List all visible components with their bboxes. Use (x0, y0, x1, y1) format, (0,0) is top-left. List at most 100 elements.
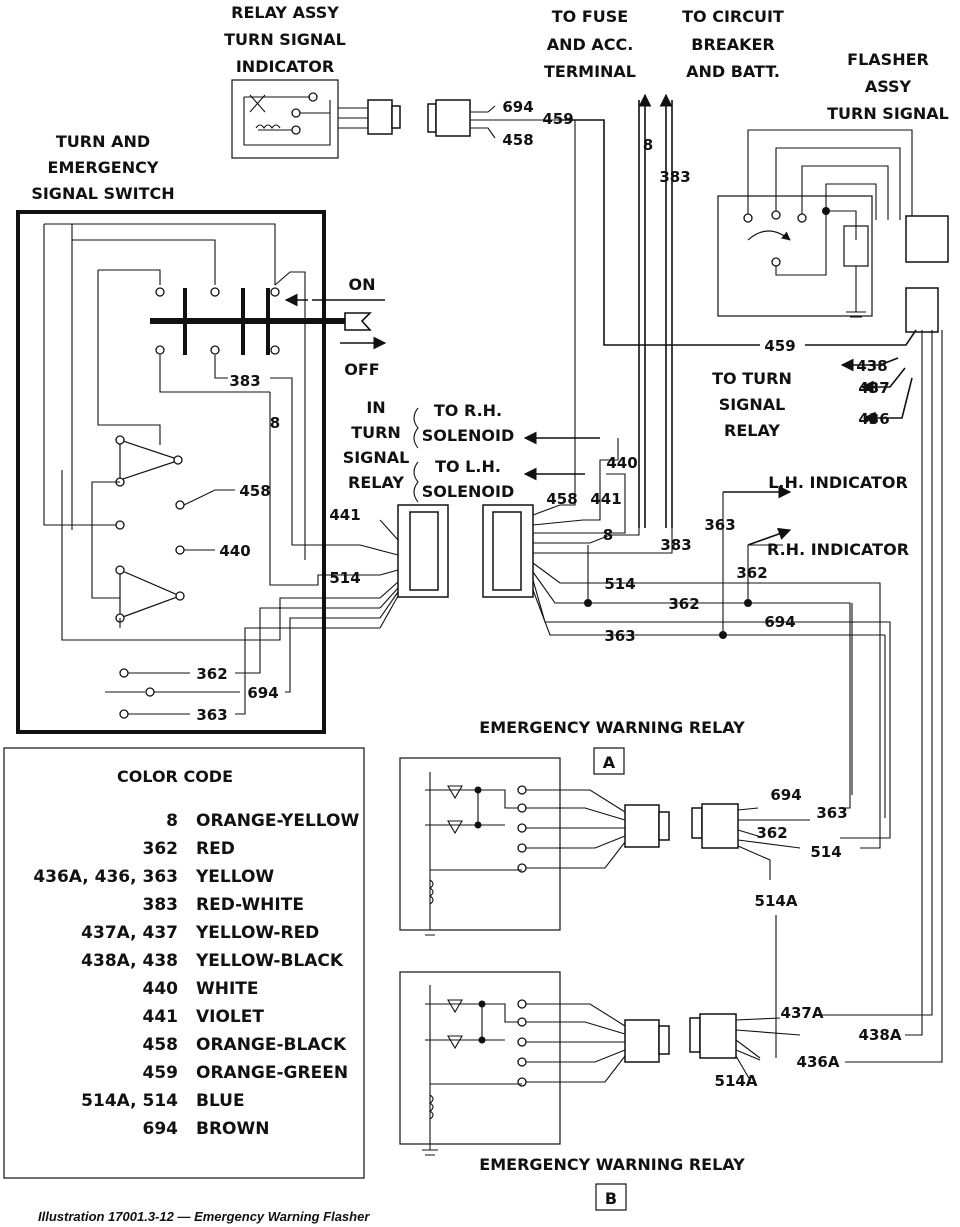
wire-label-694: 694 (764, 613, 795, 631)
wire-label-363: 363 (704, 516, 735, 534)
svg-text:ASSY: ASSY (865, 77, 912, 96)
wire-label-8: 8 (603, 526, 613, 544)
svg-text:TURN AND: TURN AND (56, 132, 150, 151)
to-fuse-label: TO FUSE AND ACC. TERMINAL (544, 7, 636, 81)
wire-label-383: 383 (229, 372, 260, 390)
wire-label-363: 363 (604, 627, 635, 645)
wire-label-514a: 514A (715, 1072, 758, 1090)
color-code-box (3, 747, 365, 1179)
indicator-relay (231, 79, 401, 159)
wire-label-437a: 437A (781, 1004, 824, 1022)
off-label: OFF (344, 360, 379, 379)
svg-text:440: 440 (143, 979, 179, 999)
svg-text:436A, 436, 363: 436A, 436, 363 (33, 867, 178, 887)
turn-emergency-switch (16, 210, 380, 734)
relay-b-tag: B (605, 1189, 617, 1208)
wire-label-458: 458 (502, 131, 533, 149)
in-turn-signal-relay-label: IN TURN SIGNAL RELAY (343, 398, 410, 492)
svg-text:WHITE: WHITE (196, 979, 259, 999)
svg-text:TERMINAL: TERMINAL (544, 62, 636, 81)
wire-label-694: 694 (502, 98, 533, 116)
svg-text:ORANGE-GREEN: ORANGE-GREEN (196, 1063, 348, 1083)
svg-text:TO R.H.: TO R.H. (434, 401, 502, 420)
indicator-plug (427, 99, 560, 139)
relay-b-title: EMERGENCY WARNING RELAY (479, 1155, 745, 1174)
wire-label-436a: 436A (797, 1053, 840, 1071)
lh-indicator-label: L.H. INDICATOR (768, 473, 908, 492)
wire-label-694: 694 (247, 684, 278, 702)
wire-label-514: 514 (810, 843, 841, 861)
svg-text:AND BATT.: AND BATT. (686, 62, 780, 81)
svg-text:IN: IN (366, 398, 385, 417)
svg-text:441: 441 (143, 1007, 179, 1027)
wire-label-441: 441 (590, 490, 621, 508)
on-label: ON (349, 275, 376, 294)
left-multi-connector (359, 504, 449, 629)
svg-text:SIGNAL SWITCH: SIGNAL SWITCH (31, 184, 174, 203)
svg-text:TURN SIGNAL: TURN SIGNAL (827, 104, 949, 123)
svg-text:INDICATOR: INDICATOR (236, 57, 334, 76)
wire-label-514a: 514A (755, 892, 798, 910)
wire-label-441: 441 (329, 506, 360, 524)
flasher-assy-label: FLASHER ASSY TURN SIGNAL (827, 50, 949, 123)
relay-assy-label: RELAY ASSY TURN SIGNAL INDICATOR (224, 3, 346, 76)
svg-text:YELLOW-BLACK: YELLOW-BLACK (195, 951, 344, 971)
wire-label-440: 440 (606, 454, 637, 472)
wire-label-459: 459 (764, 337, 795, 355)
color-code-rows: 8 ORANGE-YELLOW 362 RED 436A, 436, 363 Y… (33, 811, 359, 1139)
svg-text:ORANGE-BLACK: ORANGE-BLACK (196, 1035, 347, 1055)
wire-label-362: 362 (736, 564, 767, 582)
svg-text:694: 694 (143, 1119, 179, 1139)
svg-text:TURN SIGNAL: TURN SIGNAL (224, 30, 346, 49)
emergency-relay-a (399, 757, 810, 936)
wire-label-362: 362 (668, 595, 699, 613)
svg-text:RELAY: RELAY (348, 473, 404, 492)
svg-text:ORANGE-YELLOW: ORANGE-YELLOW (196, 811, 359, 831)
wire-label-438: 438 (856, 357, 887, 375)
svg-text:BLUE: BLUE (196, 1091, 245, 1111)
svg-text:RELAY: RELAY (724, 421, 780, 440)
wire-label-437: 437 (858, 379, 889, 397)
wire-label-459: 459 (542, 110, 573, 128)
svg-text:EMERGENCY: EMERGENCY (48, 158, 159, 177)
flasher-unit (717, 129, 949, 333)
wire-label-438a: 438A (859, 1026, 902, 1044)
color-code-title: COLOR CODE (117, 767, 233, 786)
wire-label-383: 383 (659, 168, 690, 186)
to-turn-signal-relay-label: TO TURN SIGNAL RELAY (712, 369, 792, 440)
svg-text:TO FUSE: TO FUSE (552, 7, 628, 26)
svg-text:SOLENOID: SOLENOID (422, 482, 514, 501)
relay-a-tag: A (603, 753, 616, 772)
rh-indicator-arrow (747, 527, 792, 546)
svg-text:BREAKER: BREAKER (691, 35, 774, 54)
wire-label-362: 362 (196, 665, 227, 683)
wire-label-436: 436 (858, 410, 889, 428)
svg-text:SOLENOID: SOLENOID (422, 426, 514, 445)
svg-text:BROWN: BROWN (196, 1119, 269, 1139)
svg-text:383: 383 (143, 895, 179, 915)
svg-text:YELLOW: YELLOW (195, 867, 274, 887)
svg-text:TO TURN: TO TURN (712, 369, 792, 388)
wire-label-8: 8 (643, 136, 653, 154)
wire-label-514: 514 (604, 575, 635, 593)
svg-text:TO CIRCUIT: TO CIRCUIT (682, 7, 784, 26)
svg-text:8: 8 (166, 811, 178, 831)
svg-text:RED-WHITE: RED-WHITE (196, 895, 304, 915)
emergency-relay-b (399, 971, 801, 1156)
svg-text:AND ACC.: AND ACC. (547, 35, 634, 54)
wire-label-8: 8 (270, 414, 280, 432)
wire-label-363: 363 (196, 706, 227, 724)
to-circuit-breaker-label: TO CIRCUIT BREAKER AND BATT. (682, 7, 784, 81)
figure-caption: Illustration 17001.3-12 — Emergency Warn… (38, 1209, 370, 1224)
svg-text:458: 458 (143, 1035, 179, 1055)
right-multi-connector (482, 504, 534, 598)
wire-label-458: 458 (239, 482, 270, 500)
svg-text:459: 459 (143, 1063, 179, 1083)
svg-text:YELLOW-RED: YELLOW-RED (195, 923, 319, 943)
svg-text:VIOLET: VIOLET (196, 1007, 264, 1027)
wire-label-362: 362 (756, 824, 787, 842)
wire-label-458: 458 (546, 490, 577, 508)
wire-label-363: 363 (816, 804, 847, 822)
svg-text:362: 362 (143, 839, 179, 859)
solenoid-labels: TO R.H. SOLENOID TO L.H. SOLENOID (422, 401, 514, 501)
